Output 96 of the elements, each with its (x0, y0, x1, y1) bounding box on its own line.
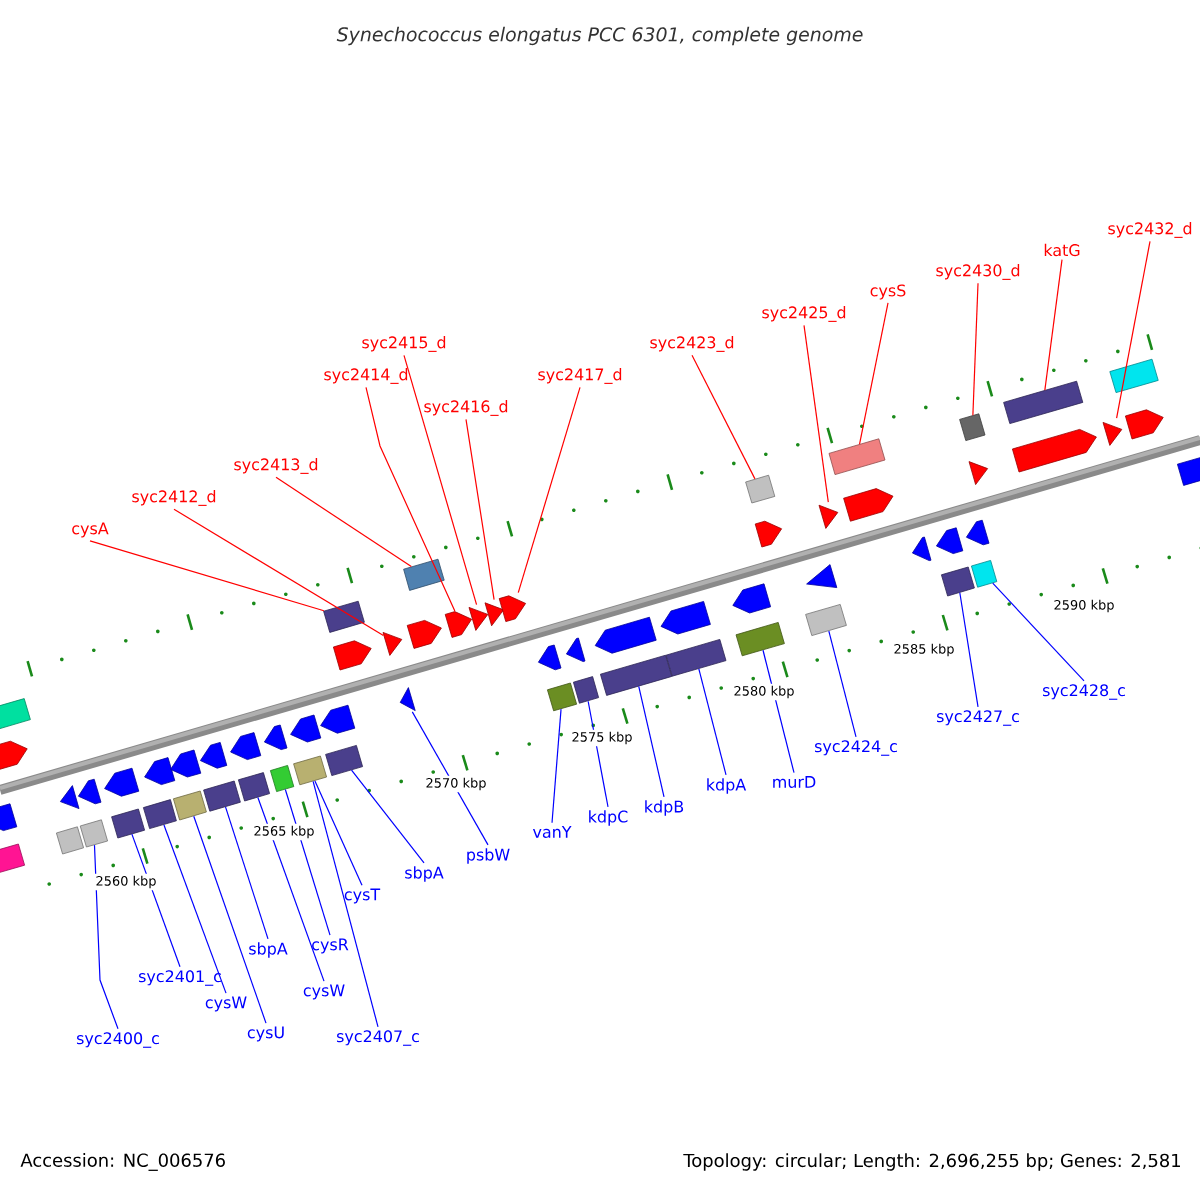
gene-box (403, 558, 445, 591)
gene-box (665, 639, 727, 677)
gene-block (382, 632, 403, 656)
gene-box (270, 765, 295, 792)
gene-block (144, 757, 176, 785)
gene-box (111, 808, 145, 839)
title: Synechococcus elongatus PCC 6301, complete genome (336, 26, 863, 46)
gene-box (745, 474, 776, 504)
leader-line (257, 796, 325, 982)
gene-block (333, 640, 372, 671)
leader-line (403, 354, 478, 606)
leader-line (173, 508, 384, 636)
leader-line (275, 476, 412, 568)
gene-block (843, 488, 894, 522)
gene-block (936, 527, 964, 554)
leader-line (350, 769, 425, 864)
gene-block (1012, 429, 1097, 473)
gene-block (660, 601, 711, 635)
gene-block (806, 564, 838, 588)
gene-box (0, 843, 25, 874)
gene-box (941, 566, 975, 597)
gene-block (264, 724, 288, 750)
leader-line (312, 780, 379, 1028)
gene-block (566, 637, 586, 662)
gene-block (912, 536, 932, 561)
leader-line (284, 788, 331, 936)
gene-block (968, 461, 988, 485)
gene-block (818, 504, 839, 529)
gene-block (966, 519, 990, 546)
gene-block (320, 704, 356, 734)
gene-block (399, 687, 416, 711)
gene-box (1109, 358, 1159, 393)
gene-box (828, 438, 886, 475)
leader-line (465, 418, 495, 601)
gene-box (323, 600, 365, 633)
gene-block (60, 785, 80, 809)
leader-line (224, 806, 269, 940)
gene-block (732, 583, 771, 614)
leader-line (828, 630, 857, 738)
gene-box (203, 780, 241, 812)
leader-line (365, 386, 456, 612)
leader-line (803, 324, 829, 503)
leader-line (163, 824, 227, 994)
gene-block (484, 602, 504, 627)
gene-box (805, 604, 847, 636)
leader-line (131, 833, 181, 968)
gene-box (1177, 456, 1200, 486)
gene-box (56, 826, 84, 855)
leader-line (411, 711, 489, 846)
leader-line (638, 685, 665, 798)
gene-block (170, 749, 202, 778)
leader-line (992, 582, 1085, 682)
gene-block (538, 644, 562, 671)
gene-block (1102, 422, 1123, 446)
gene-box (325, 745, 363, 776)
gene-box (971, 560, 998, 588)
leader-line (972, 282, 979, 416)
genome-info-text: Topology: circular; Length: 2,696,255 bp; Genes: 2,581 (681, 1151, 1184, 1173)
gene-box (735, 622, 785, 657)
gene-box (0, 698, 31, 731)
leader-line (959, 592, 979, 708)
gene-block (78, 778, 102, 805)
gene-box (600, 654, 673, 696)
leader-line (1116, 240, 1151, 419)
gene-block (0, 740, 28, 771)
gene-block (754, 520, 782, 548)
gene-block (0, 803, 18, 831)
gene-box (293, 755, 327, 786)
gene-block (444, 611, 472, 638)
gene-box (573, 676, 599, 704)
gene-block (290, 714, 322, 743)
gene-box (959, 413, 986, 441)
gene-box (79, 819, 108, 848)
gene-box (1003, 380, 1084, 424)
leader-line (762, 649, 795, 774)
leader-line (517, 386, 581, 594)
gene-block (468, 607, 489, 631)
leader-line (691, 354, 756, 480)
leader-line (89, 540, 325, 612)
leader-line (1044, 258, 1063, 391)
gene-block (104, 767, 140, 797)
gene-block (498, 595, 526, 622)
gene-box (143, 799, 177, 829)
leader-line (193, 815, 267, 1024)
leader-line (858, 302, 889, 445)
leader-line (314, 780, 363, 886)
leader-line (698, 668, 727, 776)
gene-box (238, 772, 270, 802)
gene-block (230, 732, 262, 760)
gene-box (173, 790, 207, 821)
gene-box (547, 682, 577, 712)
gene-block (594, 616, 657, 654)
accession-text: Accession: NC_006576 (18, 1151, 229, 1173)
leader-line (93, 844, 119, 1030)
leader-line (551, 708, 562, 824)
gene-block (200, 742, 228, 769)
